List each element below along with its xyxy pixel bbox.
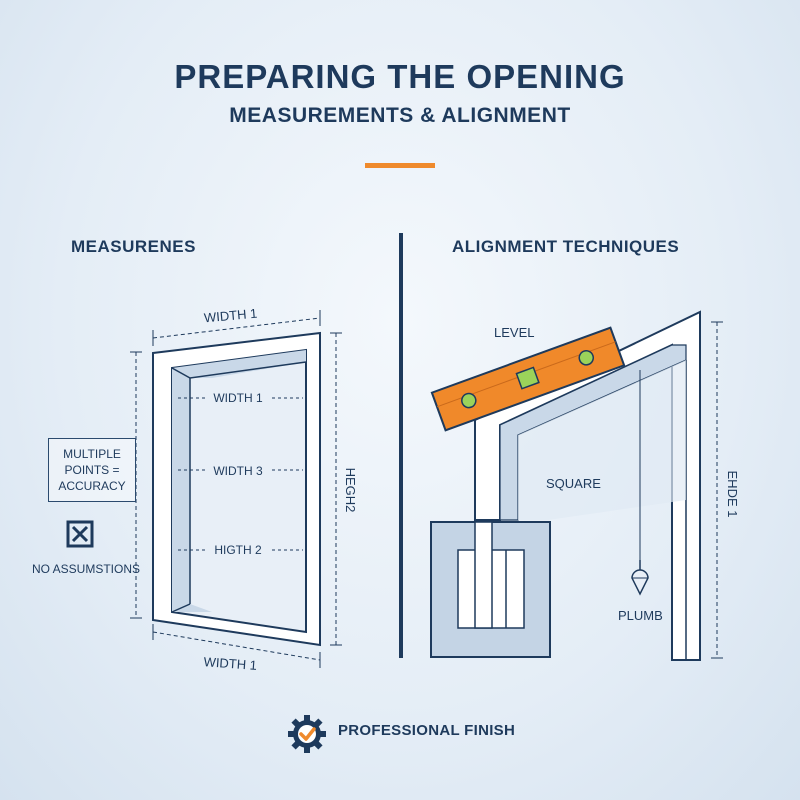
square-block [430,521,551,658]
bottom-width-label: WIDTH 1 [203,654,257,673]
measurements-heading: MEASURENES [71,237,196,256]
measurement-door-frame [152,331,321,647]
page-subtitle: MEASUREMENTS & ALIGNMENT [229,104,571,127]
multiple-points-callout: MULTIPLE POINTS = ACCURACY [48,438,136,502]
left-height-dimension [130,351,142,619]
level-bubble-right [578,350,595,366]
square-label: SQUARE [546,476,601,491]
level-bubble-left [461,392,477,409]
top-width-dimension [152,310,321,346]
x-box-icon [66,520,94,553]
inner-height-label: HIGTH 2 [214,543,262,557]
bottom-width-dimension [152,624,321,668]
accent-bar [365,163,435,168]
right-height-label: HEGH2 [343,468,358,513]
no-assumptions-label: NO ASSUMSTIONS [32,562,141,576]
right-height-dimension [330,332,342,646]
alignment-height-label: EHDE 1 [725,471,740,518]
page-title: PREPARING THE OPENING [174,58,626,95]
gear-check-icon [286,713,328,760]
inner-width-1-label: WIDTH 1 [213,391,263,405]
section-divider [399,233,403,658]
level-label: LEVEL [494,325,534,340]
alignment-heading: ALIGNMENT TECHNIQUES [452,237,680,256]
plumb-bob [631,370,649,596]
alignment-height-dimension [711,321,723,659]
level-bubble-center [515,366,540,390]
inner-width-2-label: WIDTH 3 [213,464,263,478]
level-tool [430,326,626,432]
top-width-label: WIDTH 1 [203,306,258,326]
plumb-label: PLUMB [618,608,663,623]
footer-label: PROFESSIONAL FINISH [338,722,516,739]
